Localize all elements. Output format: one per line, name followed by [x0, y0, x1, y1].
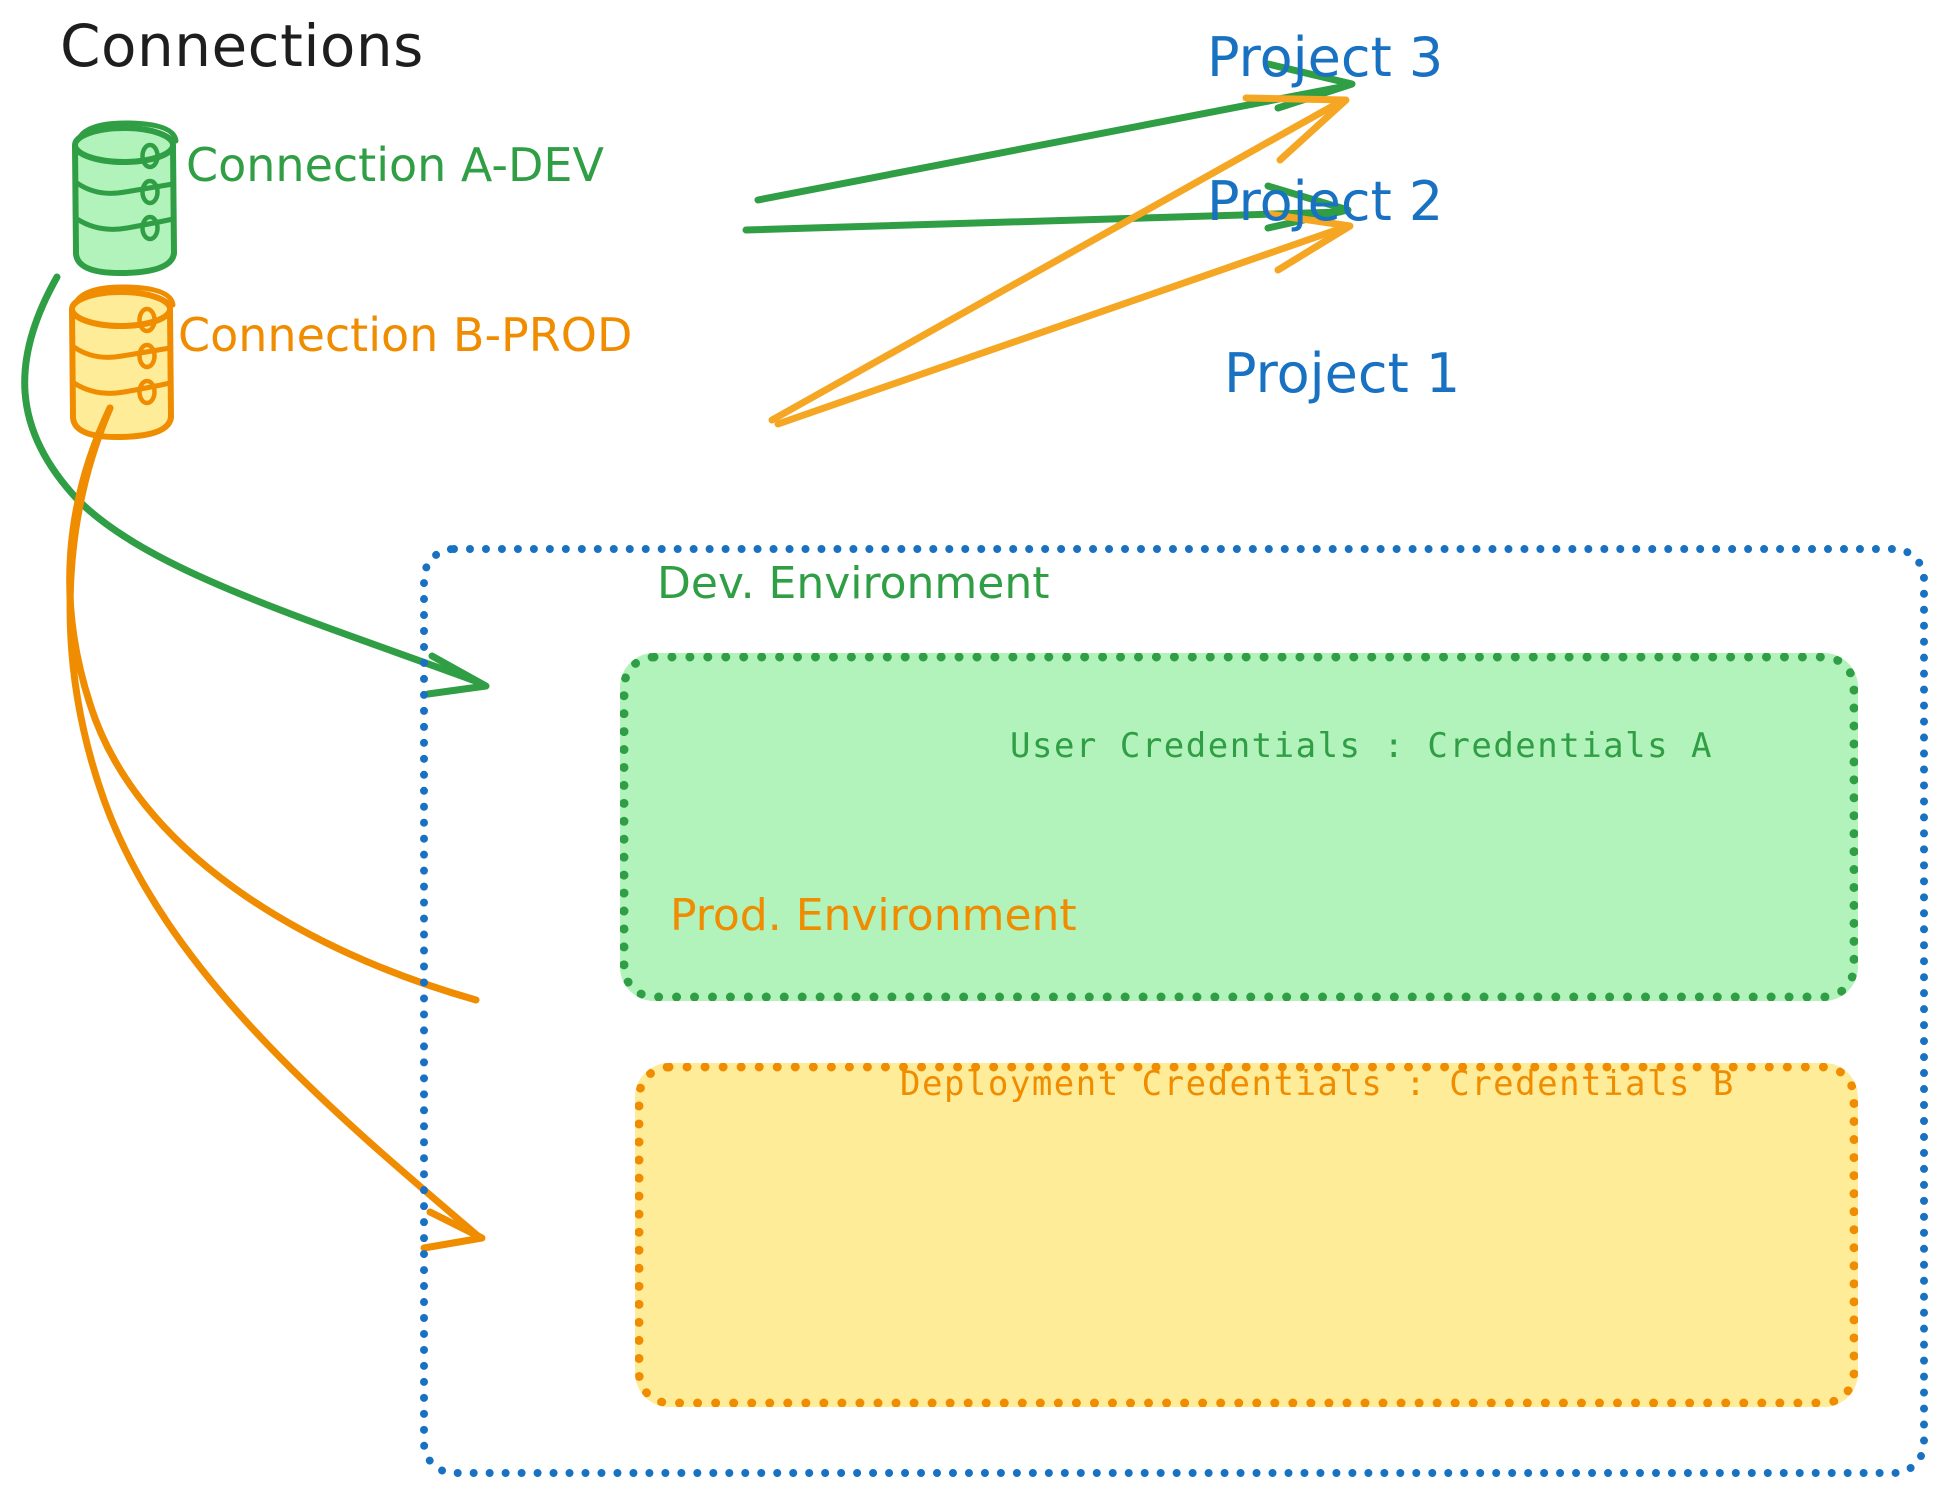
- project-1-label[interactable]: Project 1: [1224, 342, 1461, 405]
- edge-conn-b-to-prod-environment: [66, 404, 486, 1252]
- connection-a-label[interactable]: Connection A-DEV: [186, 138, 604, 192]
- edge-conn-b-to-project-3: [768, 94, 1350, 424]
- edge-conn-a-to-dev-environment: [21, 273, 490, 698]
- dev-environment-title: Dev. Environment: [657, 558, 1050, 609]
- prod-credentials-text: Deployment Credentials : Credentials B: [900, 1064, 1735, 1104]
- database-icon-connection-a[interactable]: [72, 120, 179, 277]
- project-3-label[interactable]: Project 3: [1207, 26, 1444, 89]
- connection-b-label[interactable]: Connection B-PROD: [178, 308, 633, 362]
- page-title: Connections: [60, 12, 424, 80]
- project-2-label[interactable]: Project 2: [1207, 170, 1444, 233]
- project-1-container[interactable]: [420, 545, 1928, 1477]
- dev-credentials-text: User Credentials : Credentials A: [1010, 726, 1714, 766]
- edge-conn-a-to-project-2: [742, 182, 1352, 234]
- prod-environment-title: Prod. Environment: [670, 890, 1077, 941]
- database-icon-connection-b[interactable]: [69, 284, 176, 441]
- prod-environment-box[interactable]: [635, 1063, 1858, 1407]
- edge-conn-b-to-project-2: [774, 210, 1354, 428]
- dev-environment-box[interactable]: [620, 653, 1858, 1001]
